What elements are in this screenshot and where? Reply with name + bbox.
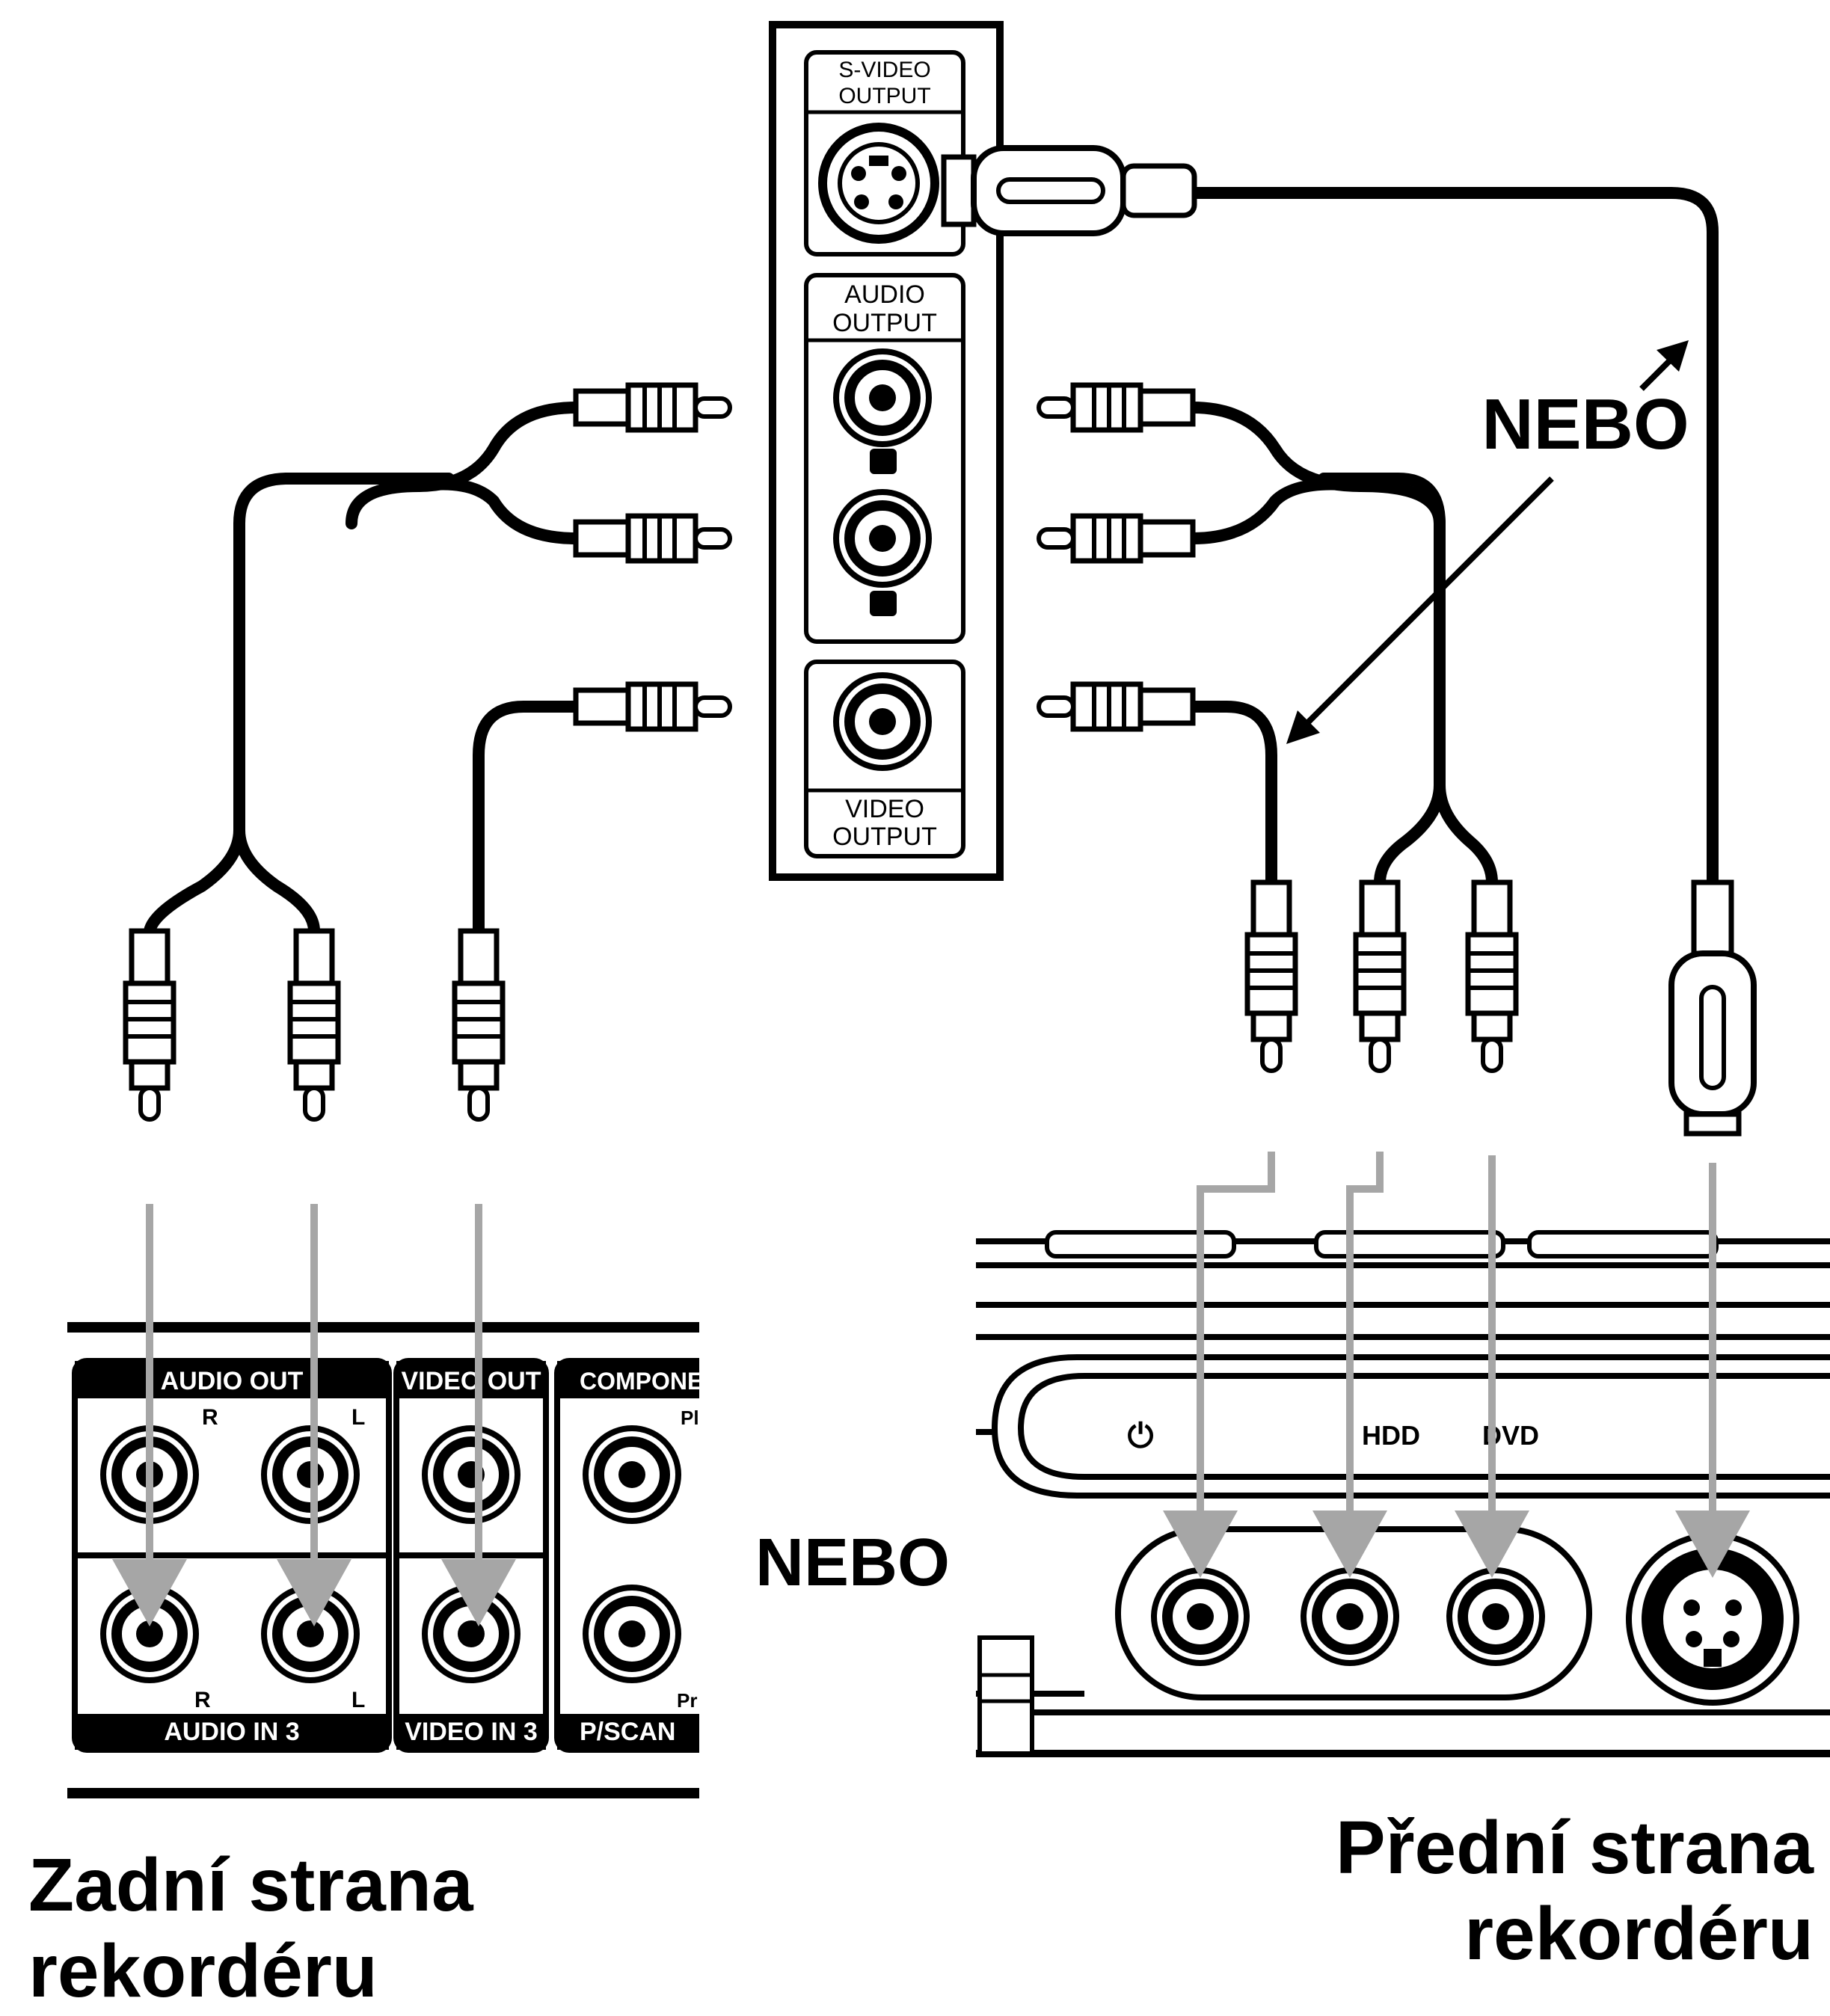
front-audio-in-l-jack[interactable] [1304,1570,1396,1663]
audio-output-jack-2[interactable] [836,492,929,585]
rear-pscan-label: P/SCAN [580,1718,675,1746]
left-audio-cable-bottom [413,478,582,544]
source-plugs [576,145,1197,729]
rca-plug [290,931,338,1119]
insertion-arrows [112,1152,1750,1626]
rca-plug [1039,516,1193,561]
rca-plug [576,385,730,430]
rear-component-label: COMPONEI [580,1368,710,1395]
rear-component-pr-jack[interactable] [586,1588,678,1680]
rca-plug [1468,882,1516,1071]
rear-caption-line1: Zadní strana [28,1843,474,1927]
pointer-arrows [1286,340,1689,744]
right-audio-cable-trunk [1318,473,1446,888]
or-label-middle: NEBO [755,1525,950,1600]
right-video-cable [1187,701,1277,888]
rear-audio-out-label: AUDIO OUT [161,1367,304,1395]
recorder-plugs [126,879,1757,1137]
video-output-label-2: OUTPUT [832,823,937,851]
rca-plug [1039,684,1193,729]
svideo-output-label-1: S-VIDEO [838,58,930,82]
left-video-cable [473,701,582,937]
rear-pr-label: Pr [677,1689,697,1712]
left-audio-cable-top [346,402,582,529]
rear-audio-in-label: AUDIO IN 3 [164,1718,299,1746]
rear-video-out-label: VIDEO OUT [401,1367,541,1395]
audio-color-mark-1 [870,449,897,474]
svideo-cable [1187,187,1719,888]
front-video-in-jack[interactable] [1154,1570,1247,1663]
rca-plug [126,931,174,1119]
rear-video-out-jack[interactable] [425,1428,518,1521]
cables [144,187,1719,937]
power-icon: ⏻ [1128,1418,1154,1454]
front-caption-line1: Přední strana [1336,1806,1814,1890]
rear-pb-label: Pl [681,1407,699,1429]
svideo-plug [941,145,1197,236]
or-label-top: NEBO [1481,384,1689,464]
video-output-label-1: VIDEO [845,795,924,823]
audio-output-jack-1[interactable] [836,351,929,444]
svideo-output-label-2: OUTPUT [838,84,930,108]
front-caption-line2: rekordéru [1464,1892,1814,1976]
rear-component-pb-jack[interactable] [586,1428,678,1521]
rca-plug [455,931,503,1119]
rear-right-bottom-label: R [194,1688,211,1712]
audio-output-label-1: AUDIO [844,280,925,309]
front-audio-in-r-jack[interactable] [1449,1570,1542,1663]
rear-caption-line2: rekordéru [28,1929,378,2013]
source-output-panel: S-VIDEO OUTPUT AUDIO OUTPUT VIDEO OUTPUT [769,21,1004,881]
rca-plug [576,516,730,561]
right-audio-cable-top [1187,402,1446,529]
rear-video-in-label: VIDEO IN 3 [405,1718,538,1746]
rear-right-top-label: R [202,1405,218,1430]
audio-color-mark-2 [870,591,897,616]
rca-plug [1356,882,1404,1071]
svideo-plug-vertical [1668,879,1757,1137]
rca-plug [576,684,730,729]
rca-plug [1039,385,1193,430]
rca-plug [1247,882,1295,1071]
video-output-jack[interactable] [836,675,929,768]
front-hdd-label: HDD [1362,1420,1420,1451]
front-panel: ⏻ HDD DVD [976,1230,1830,1757]
audio-output-label-2: OUTPUT [832,309,937,337]
rear-left-bottom-label: L [351,1688,365,1712]
rear-left-top-label: L [351,1405,365,1430]
left-audio-cable-trunk [144,473,455,937]
svideo-output-jack[interactable] [818,123,939,244]
